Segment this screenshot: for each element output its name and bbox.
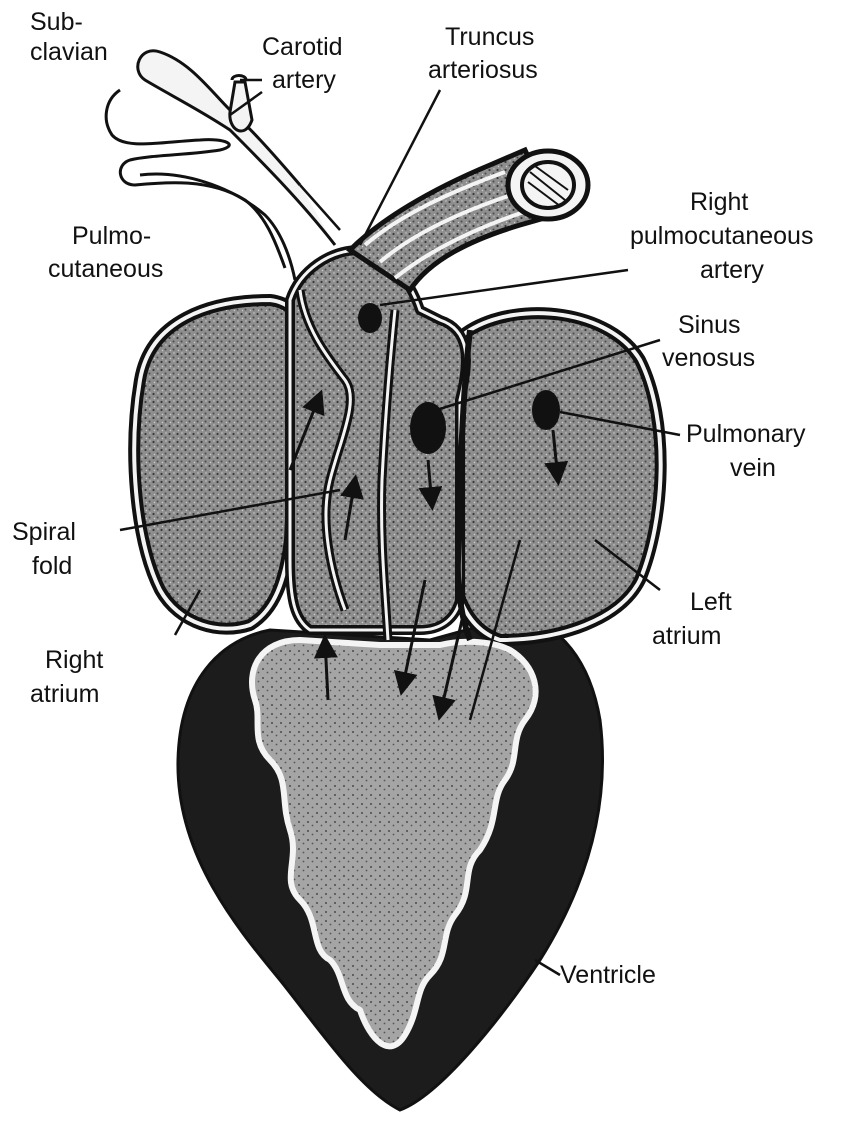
- label-truncus-arteriosus: Truncus arteriosus: [428, 23, 541, 84]
- right-pulmocutaneous-opening: [358, 303, 382, 333]
- label-pulmonary-vein: Pulmonary vein: [686, 420, 812, 482]
- label-right-atrium: Right atrium: [30, 646, 110, 708]
- label-ventricle: Ventricle: [560, 961, 656, 989]
- label-sinus-venosus: Sinus venosus: [662, 311, 755, 372]
- label-left-atrium: Left atrium: [652, 588, 739, 650]
- label-subclavian: Sub- clavian: [30, 8, 108, 66]
- pulmonary-vein-opening: [532, 390, 560, 430]
- label-carotid-artery: Carotid artery: [262, 33, 350, 94]
- label-pulmocutaneous: Pulmo- cutaneous: [48, 222, 163, 283]
- label-spiral-fold: Spiral fold: [12, 518, 83, 580]
- left-atrium-wall: [450, 313, 661, 640]
- label-right-pulmocutaneous-artery: Right pulmocutaneous artery: [630, 188, 820, 284]
- right-atrium-wall: [134, 300, 300, 629]
